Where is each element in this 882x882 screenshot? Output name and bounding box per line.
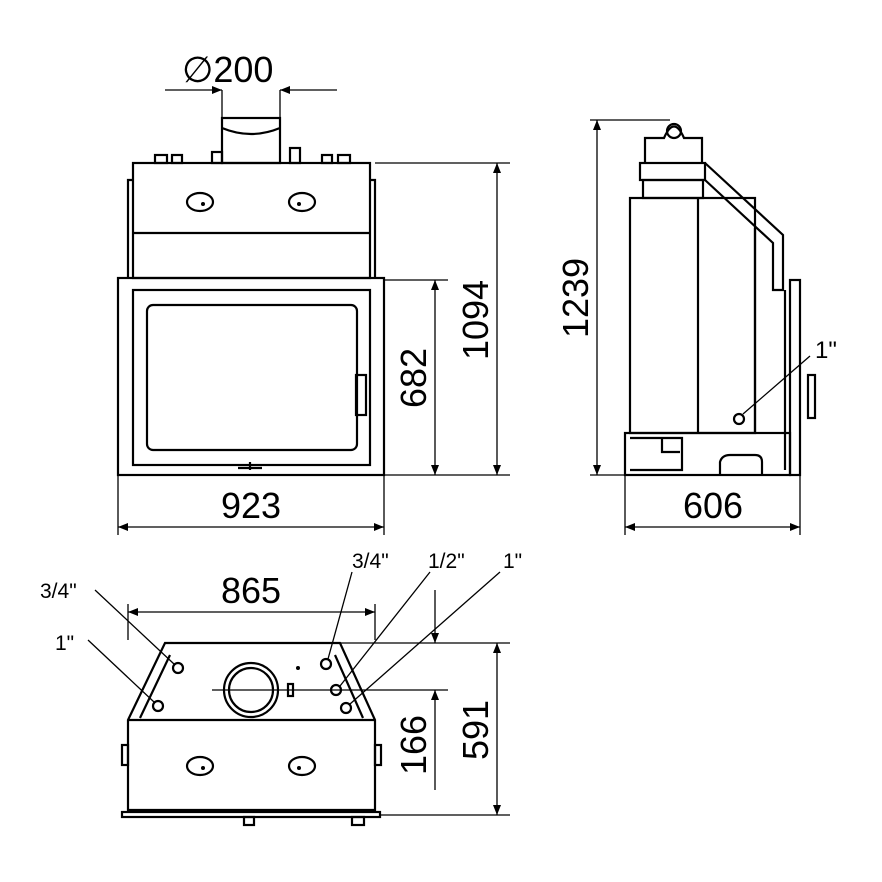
label-connection-1in: 1" (815, 337, 837, 364)
door-handle (354, 373, 368, 417)
door-plate (788, 278, 802, 477)
label-conn-left-3-4: 3/4" (40, 580, 77, 603)
side-view: 1" 1239 606 (555, 119, 837, 535)
dim-depth: 606 (683, 485, 743, 526)
dim-flue-diameter: ∅200 (182, 49, 273, 90)
door-frame (116, 276, 386, 477)
dim-width: 923 (221, 485, 281, 526)
dim-top-width: 865 (221, 570, 281, 611)
label-conn-right-1-2: 1/2" (428, 550, 465, 573)
front-view: ∅200 1094 682 923 (116, 49, 510, 535)
dim-height-total: 1094 (455, 280, 496, 360)
dim-top-depth: 591 (455, 700, 496, 760)
hole (287, 191, 317, 213)
body (628, 196, 757, 435)
label-conn-right-1: 1" (503, 550, 522, 573)
glass (145, 303, 359, 452)
dim-height-door: 682 (393, 348, 434, 408)
flue-collar (220, 116, 282, 165)
dim-height-total-side: 1239 (555, 258, 596, 338)
top-view: 3/4" 1" 3/4" 1/2" 1" 865 166 591 (40, 550, 522, 827)
dim-offset: 166 (393, 715, 434, 775)
label-conn-left-1: 1" (55, 632, 74, 655)
label-conn-right-3-4: 3/4" (352, 550, 389, 573)
hole (185, 191, 215, 213)
base (623, 431, 792, 477)
door-handle (806, 373, 817, 420)
top-housing (131, 161, 372, 280)
